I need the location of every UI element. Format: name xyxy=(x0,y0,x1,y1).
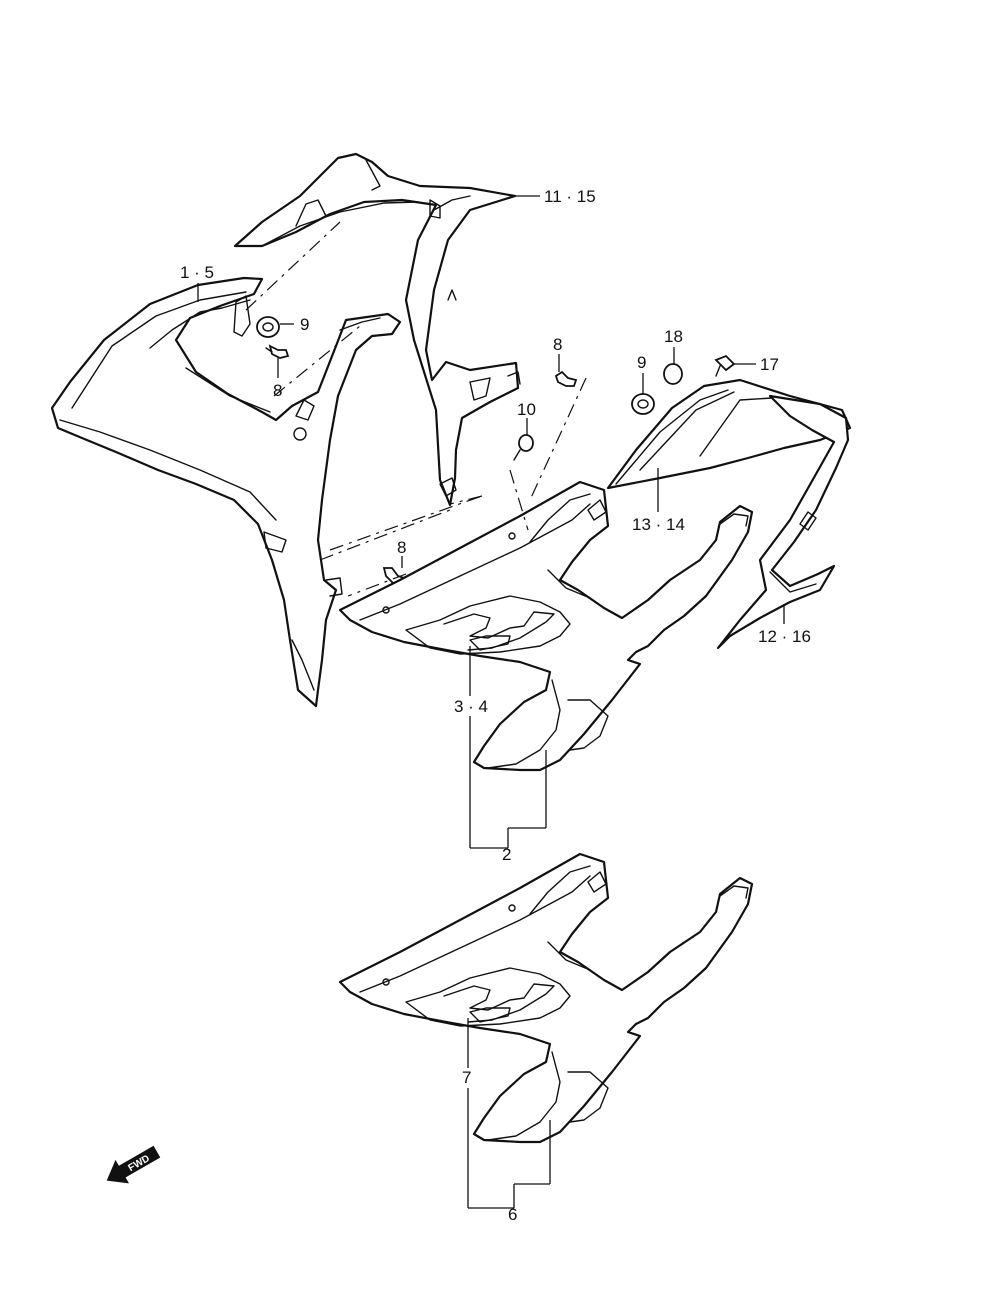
under-cowl-assembly xyxy=(338,480,754,772)
screw-8-right xyxy=(554,370,578,387)
side-cowl-panel xyxy=(50,276,402,708)
rear-side-panel-lower xyxy=(716,394,850,650)
callout-3-4: 3 · 4 xyxy=(454,697,488,716)
callout-18: 18 xyxy=(664,327,683,346)
forward-arrow-icon: FWD xyxy=(106,1145,161,1184)
callout-9-upper: 9 xyxy=(300,315,309,334)
callout-8-right: 8 xyxy=(553,335,562,354)
callout-12-16: 12 · 16 xyxy=(758,627,811,646)
under-cowl-assembly-2 xyxy=(338,852,754,1144)
fwd-label: FWD xyxy=(127,1153,152,1174)
callout-1-5: 1 · 5 xyxy=(180,263,214,282)
callout-7: 7 xyxy=(462,1068,471,1087)
callout-8-upper: 8 xyxy=(273,381,282,400)
callout-labels: 11 · 15 1 · 5 9 8 8 18 9 17 10 8 13 · 14… xyxy=(180,187,811,1224)
callout-17: 17 xyxy=(760,355,779,374)
grommet-18 xyxy=(663,363,683,385)
callout-10: 10 xyxy=(517,400,536,419)
inner-cowl-panel xyxy=(233,152,521,507)
callout-13-14: 13 · 14 xyxy=(632,515,685,534)
alignment-lines xyxy=(245,221,587,597)
screw-8-upper xyxy=(265,344,290,359)
callout-6: 6 xyxy=(508,1205,517,1224)
callout-8-lower: 8 xyxy=(397,538,406,557)
grommet-9-right xyxy=(631,393,655,415)
bolt-10 xyxy=(513,434,534,461)
bolt-17 xyxy=(714,354,736,377)
leader-lines xyxy=(197,195,785,1209)
callout-9-right: 9 xyxy=(637,353,646,372)
callout-11-15: 11 · 15 xyxy=(544,187,596,206)
callout-2: 2 xyxy=(502,845,511,864)
grommet-9-upper xyxy=(256,316,280,338)
